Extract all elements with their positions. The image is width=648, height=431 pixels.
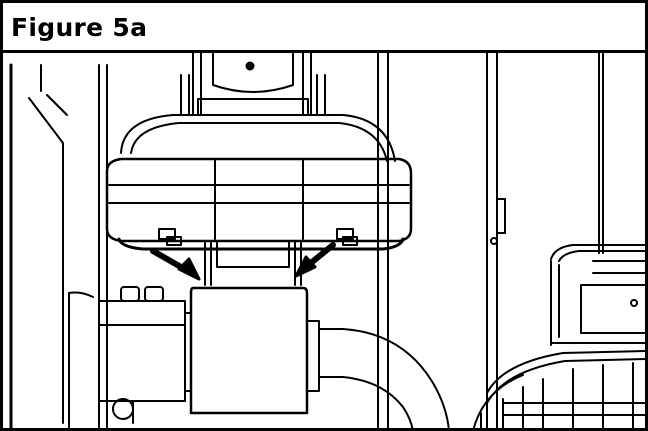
arrow-left — [150, 248, 201, 281]
right-hose — [306, 320, 450, 431]
upper-housing — [105, 114, 413, 251]
lower-block — [189, 286, 309, 415]
mounting-tabs — [158, 228, 358, 246]
right-assembly — [472, 53, 645, 431]
middle-rails — [377, 53, 506, 431]
figure-title: Figure 5a — [11, 13, 148, 42]
top-bracket — [180, 53, 326, 116]
left-switch-box — [98, 286, 192, 424]
assembly-drawing — [9, 53, 645, 431]
arrow-right — [294, 242, 336, 278]
left-frame — [9, 63, 108, 431]
title-divider — [3, 50, 645, 53]
central-neck — [204, 240, 302, 286]
